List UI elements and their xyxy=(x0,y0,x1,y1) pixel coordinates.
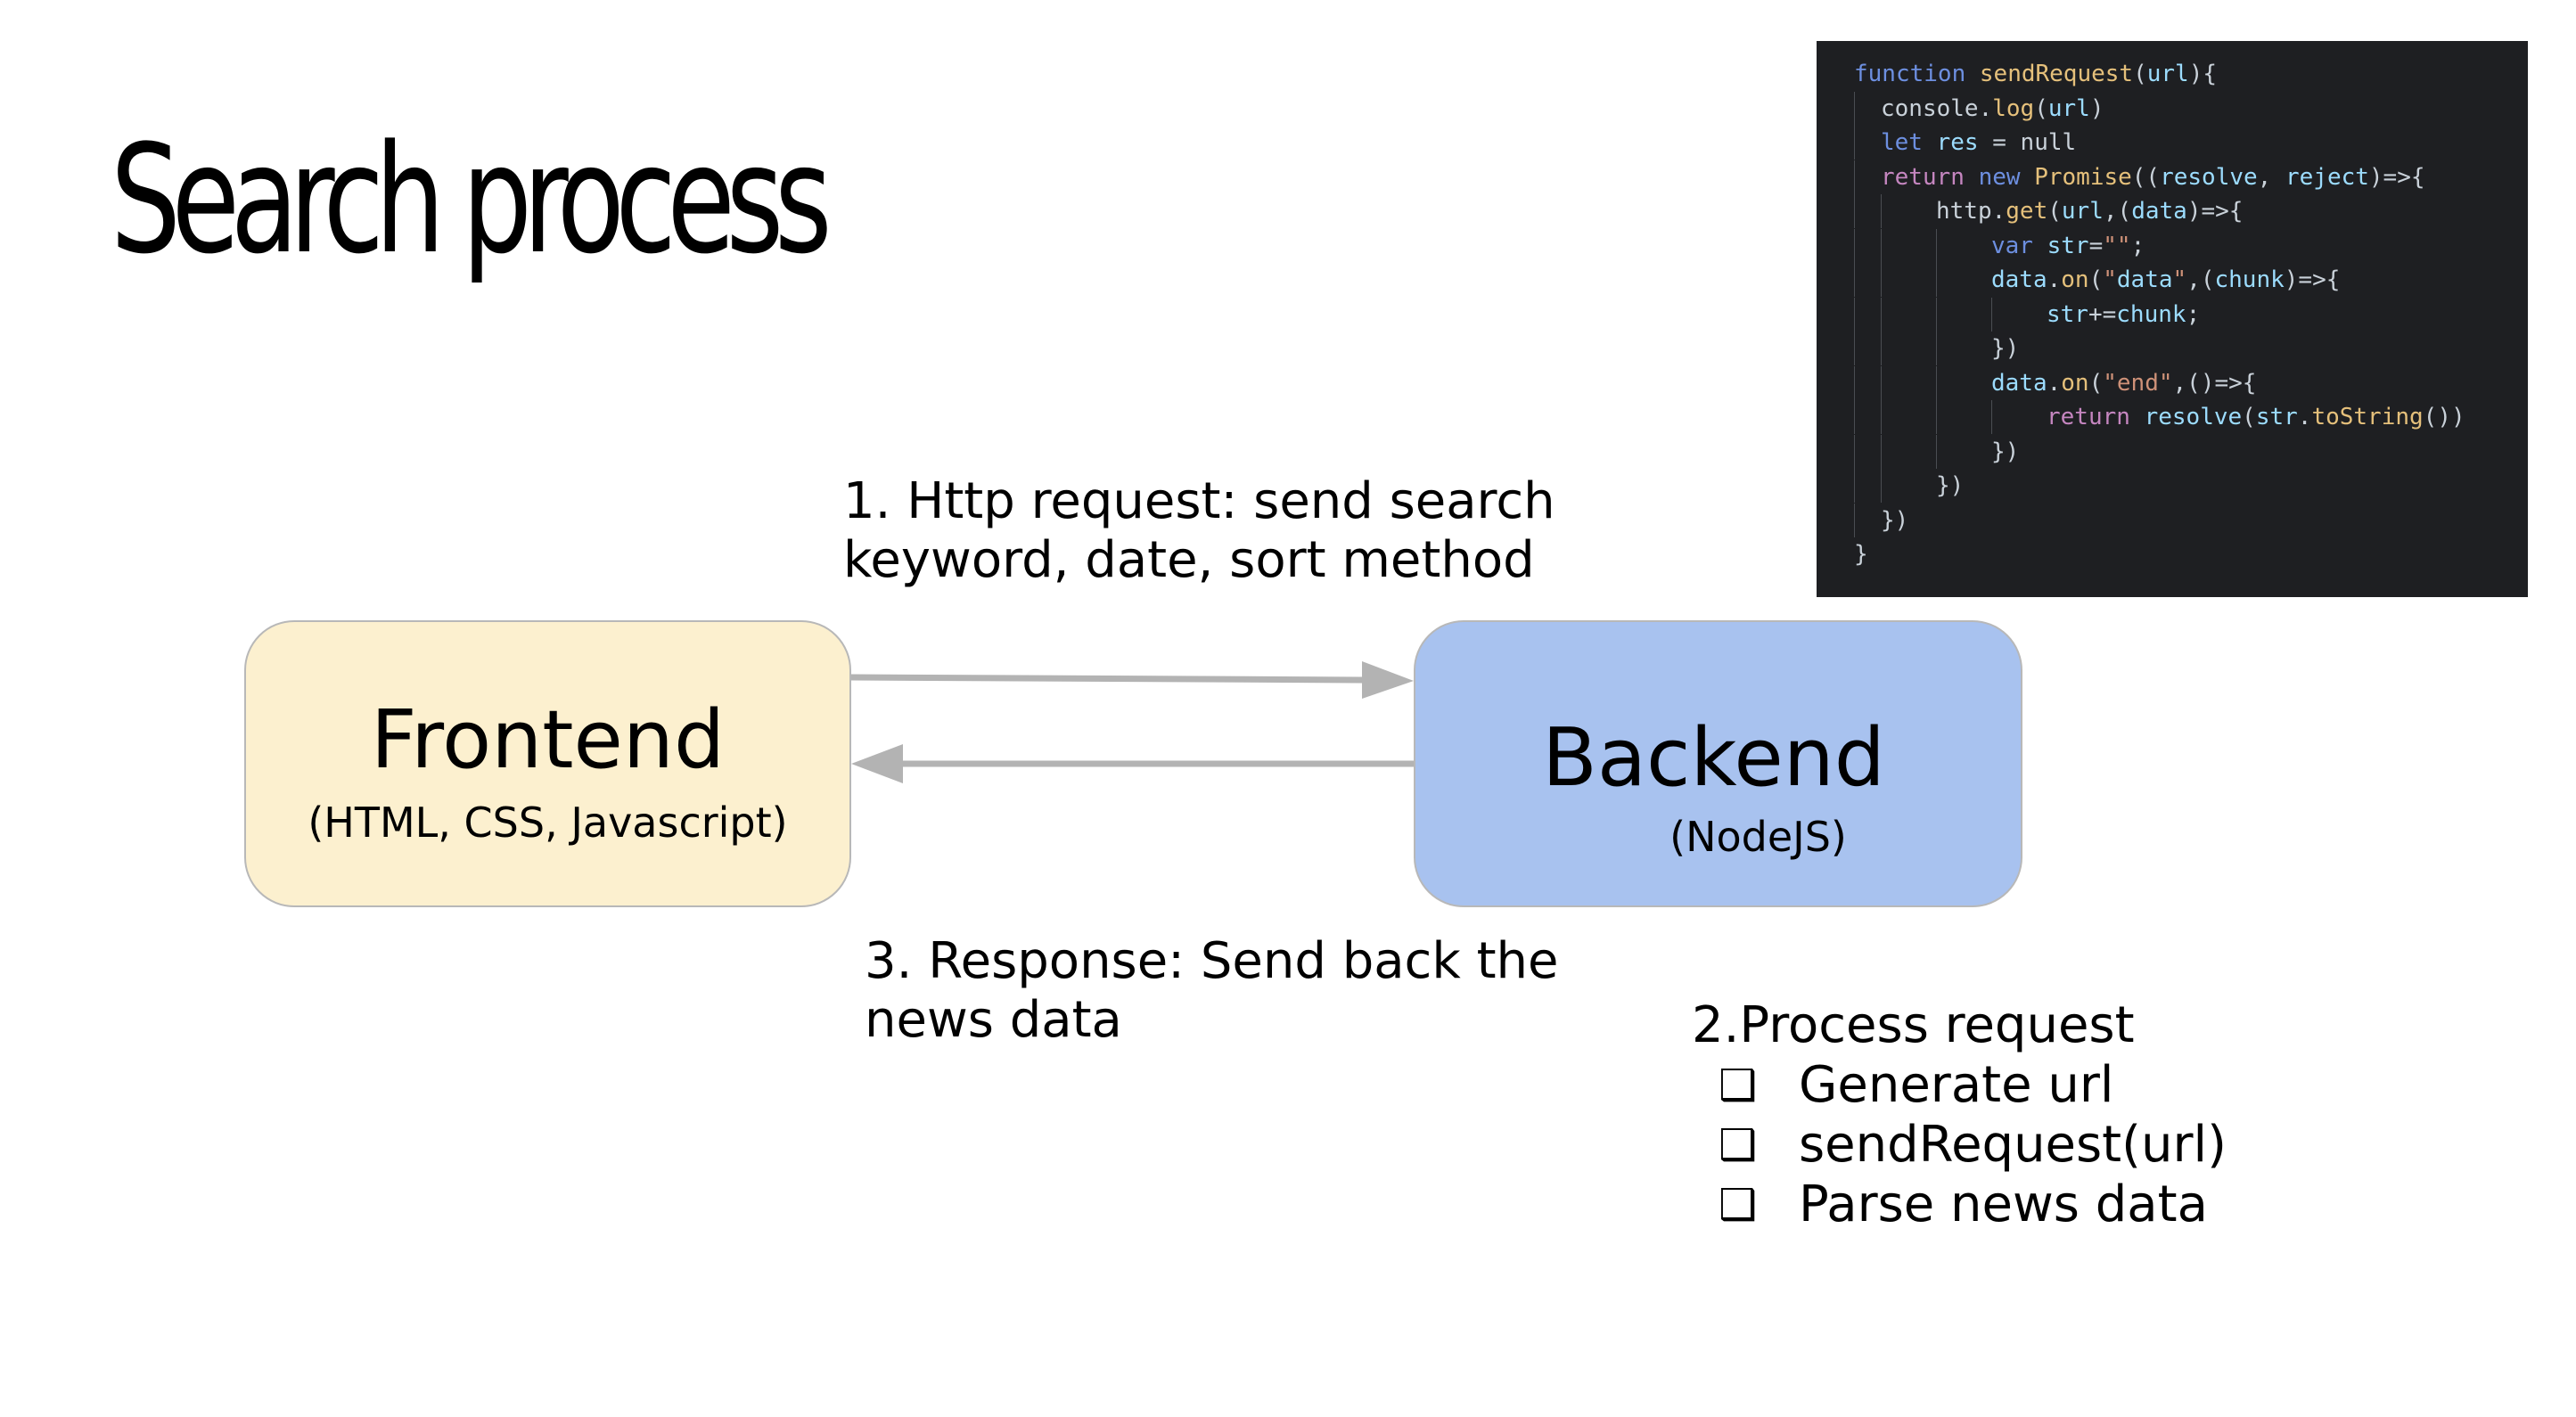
list-item: ❑ Parse news data xyxy=(1692,1175,2227,1234)
request-label-line2: keyword, date, sort method xyxy=(843,531,1535,589)
code-line: data.on("data",(chunk)=>{ xyxy=(1854,263,2528,298)
arrow-left-icon xyxy=(851,744,1414,783)
request-label-line1: 1. Http request: send search xyxy=(843,472,1555,530)
code-line: str+=chunk; xyxy=(1854,297,2528,332)
checkbox-bullet-icon: ❑ xyxy=(1719,1179,1758,1230)
process-title: 2.Process request xyxy=(1692,996,2135,1054)
backend-title: Backend xyxy=(1542,711,1885,805)
list-item: ❑ Generate url xyxy=(1692,1055,2227,1115)
process-item-parse-news: Parse news data xyxy=(1799,1175,2208,1233)
code-line: }) xyxy=(1854,503,2528,538)
frontend-box: Frontend (HTML, CSS, Javascript) xyxy=(244,620,851,907)
process-request-block: 2.Process request ❑ Generate url ❑ sendR… xyxy=(1692,996,2227,1234)
response-label-line2: news data xyxy=(865,991,1122,1049)
backend-box: Backend (NodeJS) xyxy=(1414,620,2022,907)
code-line: return resolve(str.toString()) xyxy=(1854,400,2528,435)
process-list: ❑ Generate url ❑ sendRequest(url) ❑ Pars… xyxy=(1692,1055,2227,1234)
code-line: } xyxy=(1854,541,1868,568)
checkbox-bullet-icon: ❑ xyxy=(1719,1060,1758,1110)
code-line: var str=""; xyxy=(1854,228,2528,264)
code-line: }) xyxy=(1854,332,2528,366)
code-line: console.log(url) xyxy=(1854,91,2528,127)
frontend-title: Frontend xyxy=(370,693,726,787)
response-label-line1: 3. Response: Send back the xyxy=(865,932,1559,990)
code-line: }) xyxy=(1854,469,2528,504)
process-item-send-request: sendRequest(url) xyxy=(1799,1115,2227,1174)
page-title: Search process xyxy=(111,112,833,287)
frontend-subtitle: (HTML, CSS, Javascript) xyxy=(308,799,788,847)
arrow-right-icon xyxy=(850,661,1414,699)
backend-subtitle: (NodeJS) xyxy=(1669,813,1847,861)
code-line: function sendRequest(url){ xyxy=(1854,61,2218,87)
checkbox-bullet-icon: ❑ xyxy=(1719,1119,1758,1170)
code-line: let res = null xyxy=(1854,126,2528,160)
code-line: }) xyxy=(1854,434,2528,470)
code-line: data.on("end",()=>{ xyxy=(1854,365,2528,401)
response-label: 3. Response: Send back the news data xyxy=(865,932,1558,1050)
code-screenshot: function sendRequest(url){ console.log(u… xyxy=(1817,41,2528,597)
code-line: http.get(url,(data)=>{ xyxy=(1854,194,2528,229)
request-label: 1. Http request: send search keyword, da… xyxy=(843,472,1555,590)
process-item-generate-url: Generate url xyxy=(1799,1055,2114,1114)
list-item: ❑ sendRequest(url) xyxy=(1692,1115,2227,1175)
code-line: return new Promise((resolve, reject)=>{ xyxy=(1854,160,2528,195)
